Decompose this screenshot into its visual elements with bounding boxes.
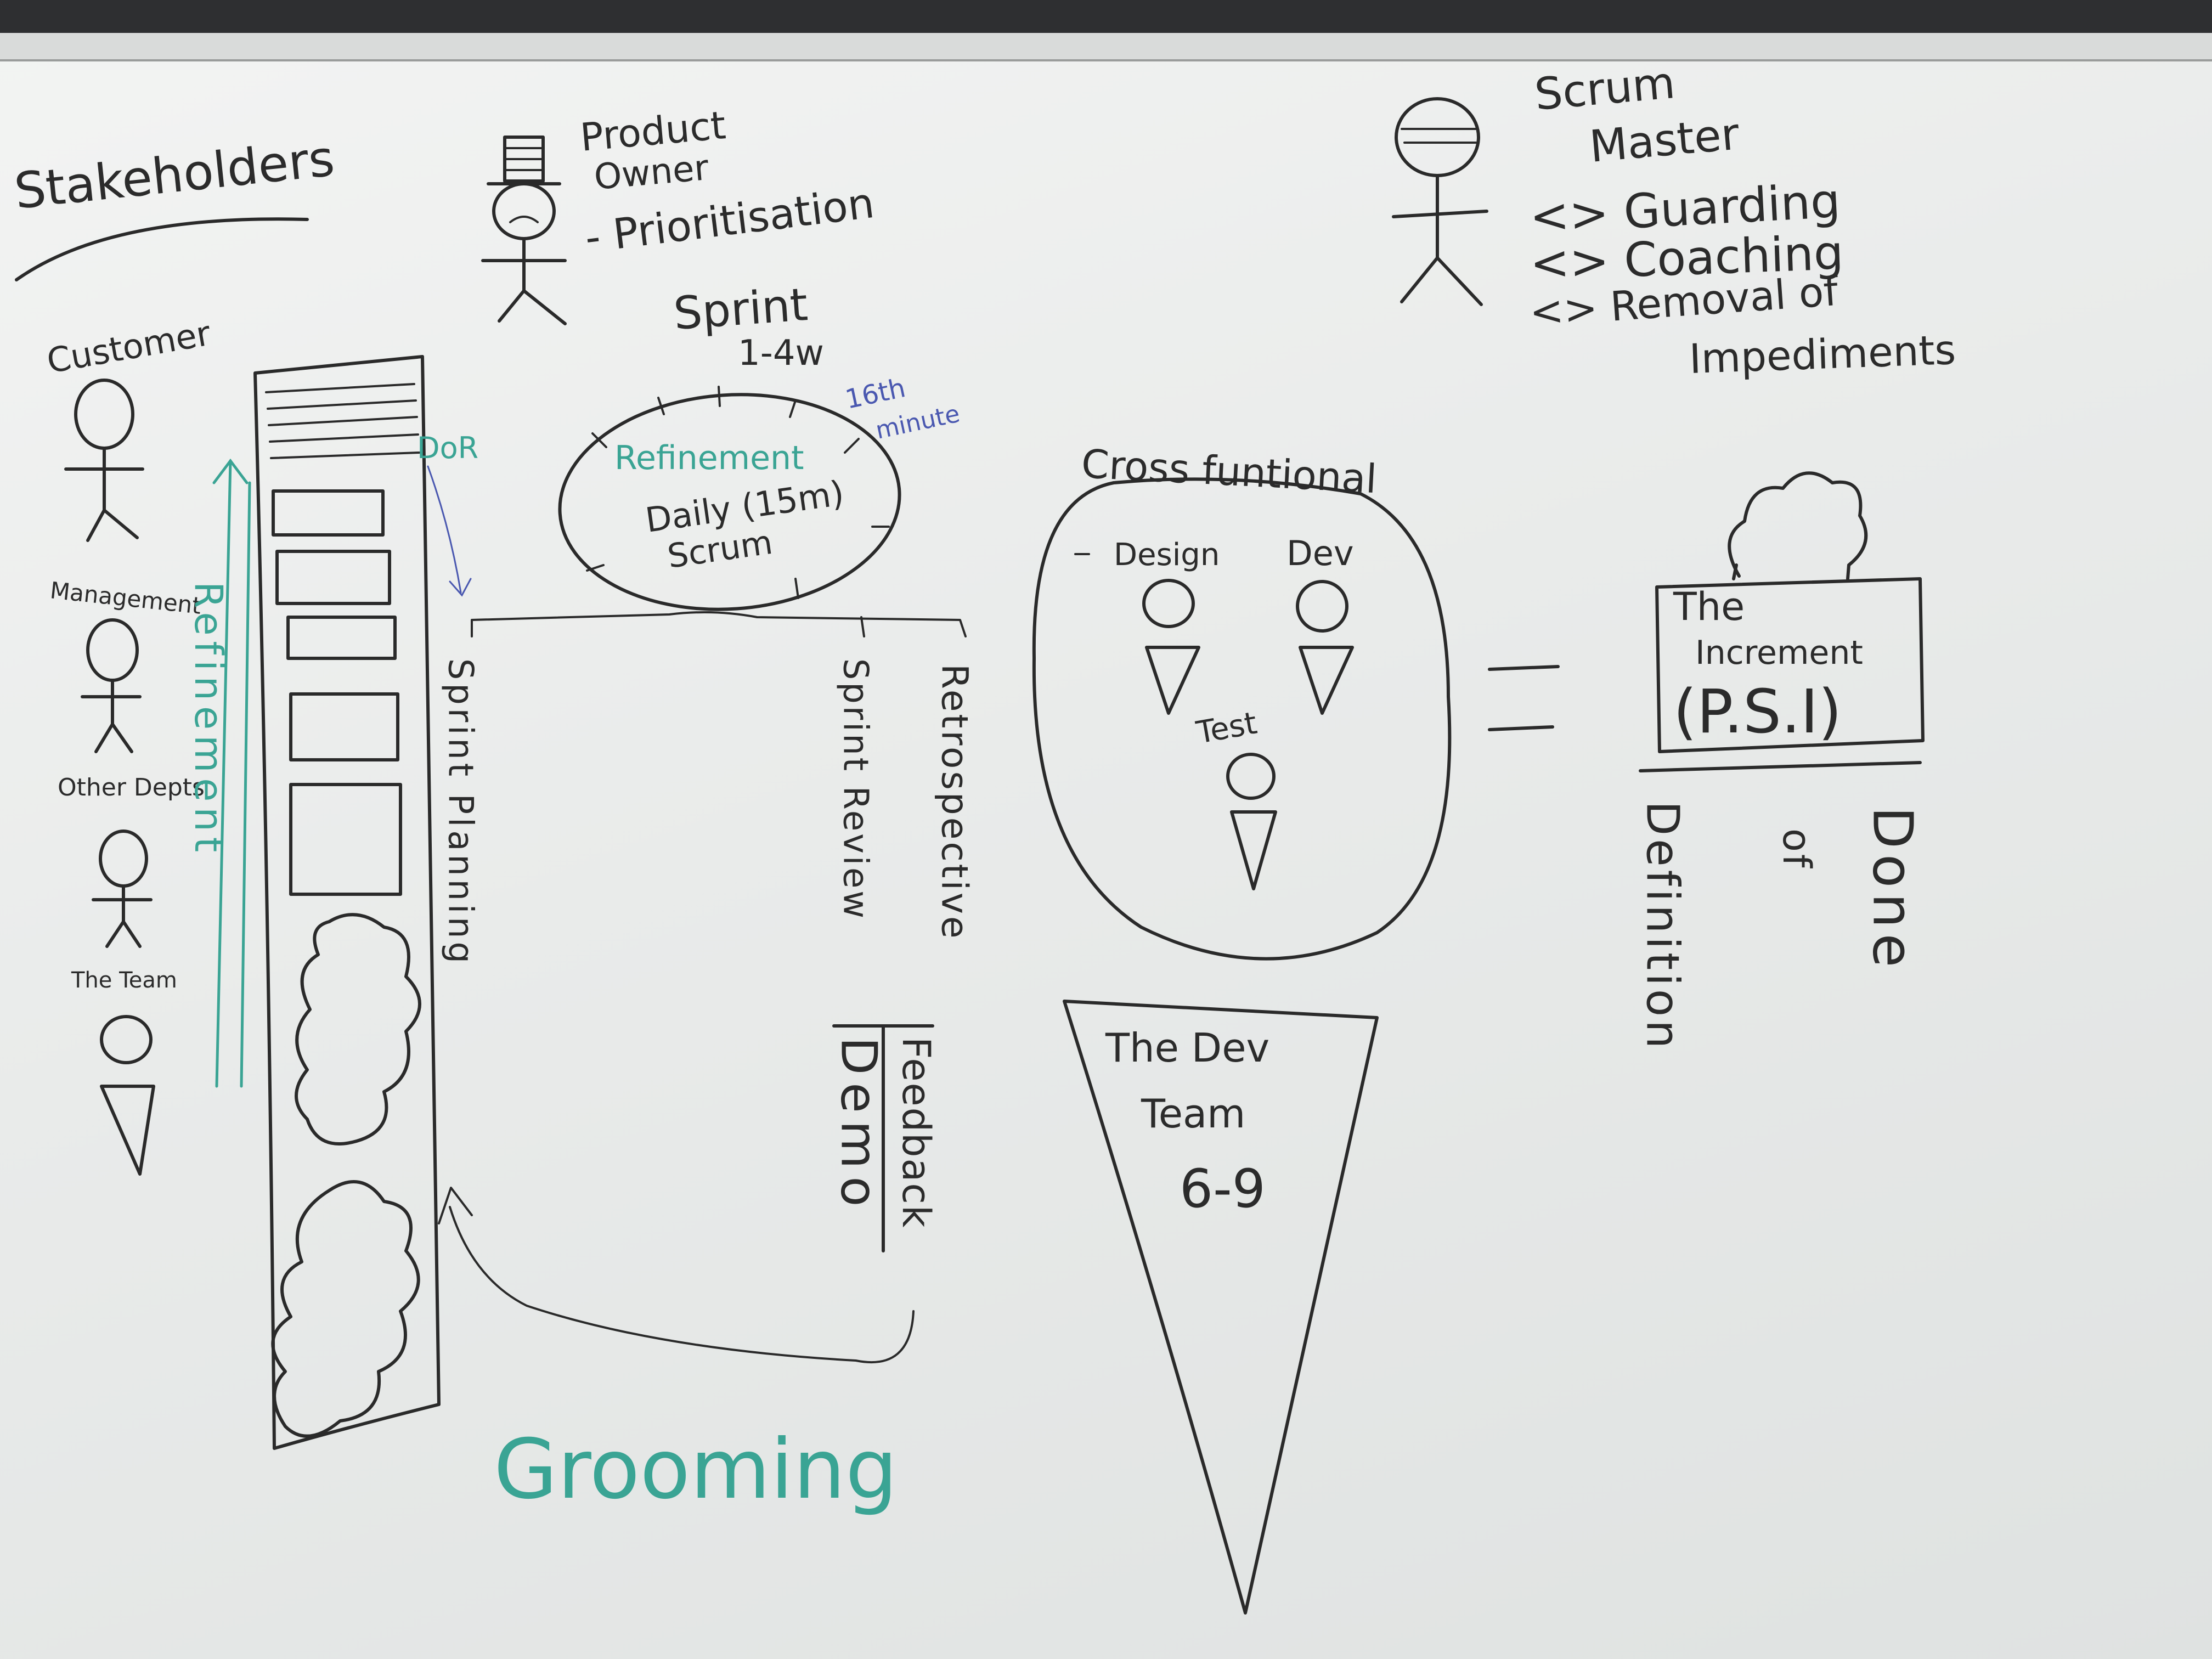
- backlog-items: [272, 489, 402, 896]
- test-label: Test: [1193, 706, 1260, 751]
- scrum-master-line1: Scrum: [1533, 57, 1677, 120]
- sprint-cycle-ellipse: [558, 393, 901, 611]
- dor-arrow: [427, 465, 472, 597]
- the-team-figure: [100, 1015, 155, 1176]
- test-figure: [1226, 753, 1277, 890]
- demo-label: Demo: [830, 1037, 888, 1214]
- grooming-label: Grooming: [494, 1422, 898, 1517]
- dev-team-section: Cross funtional Design Dev Test The Dev …: [1032, 441, 1452, 1615]
- board-frame: [0, 0, 2212, 61]
- dev-team-size: 6-9: [1180, 1158, 1266, 1220]
- backlog-cloud-upper: [295, 913, 421, 1146]
- done-label: Done: [1861, 806, 1925, 973]
- increment-cloud: [1728, 471, 1868, 578]
- management-label: Management: [49, 577, 202, 619]
- increment-box: [1655, 577, 1925, 753]
- scrum-master-item-impediments: Impediments: [1689, 326, 1957, 383]
- product-backlog: DoR Refinement Grooming: [186, 355, 898, 1517]
- scrum-master-stick-figure: [1392, 97, 1488, 306]
- sprint-planning-label: Sprint Planning: [441, 658, 481, 967]
- sprint-duration: 1-4w: [738, 333, 824, 374]
- design-figure: [1142, 579, 1200, 715]
- customer-stick-figure: [64, 379, 144, 542]
- dev-team-line2: Team: [1141, 1091, 1245, 1137]
- product-owner-line2: Owner: [592, 148, 710, 198]
- scrum-master-item-coaching: <> Coaching: [1529, 225, 1844, 291]
- dev-figure: [1296, 580, 1354, 715]
- sprint-review-label: Sprint Review: [836, 658, 876, 921]
- other-depts-label: Other Depts: [58, 774, 205, 802]
- dor-label: DoR: [417, 431, 478, 465]
- other-depts-stick-figure: [92, 830, 153, 948]
- the-team-label: The Team: [71, 968, 177, 993]
- cross-functional-label: Cross funtional: [1080, 441, 1378, 502]
- retrospective-label: Retrospective: [934, 664, 976, 941]
- customer-label: Customer: [44, 313, 214, 381]
- definition-label: Definition: [1637, 801, 1689, 1052]
- sprint-cycle-ticks: [586, 386, 890, 599]
- sprint-label: Sprint: [672, 279, 810, 340]
- increment-line3: (P.S.I): [1673, 676, 1842, 747]
- sprint-timeline: [471, 611, 967, 637]
- increment-section: The Increment (P.S.I) Definition of Done: [1637, 471, 1925, 1052]
- of-label: of: [1774, 828, 1819, 870]
- sixteenth-minute-line1: 16th: [843, 373, 909, 415]
- sprint-section: Sprint 1-4w Refinement 16th minute Daily…: [471, 279, 967, 637]
- design-label: Design: [1114, 537, 1220, 573]
- refinement-arrow: [215, 459, 232, 1088]
- refinement-vertical-label: Refinement: [186, 582, 231, 857]
- stakeholders-title: Stakeholders: [12, 129, 337, 221]
- scrum-master-line2: Master: [1588, 108, 1741, 172]
- dev-team-cone: [1063, 1000, 1379, 1615]
- scrum-master-section: Scrum Master <> Guarding <> Coaching <> …: [1392, 57, 1957, 383]
- refinement-in-sprint: Refinement: [614, 439, 804, 477]
- equals-sign: [1488, 665, 1560, 731]
- increment-line2: Increment: [1695, 634, 1863, 672]
- scrum-events: Sprint Planning Sprint Review Retrospect…: [438, 658, 976, 1364]
- feedback-label: Feedback: [894, 1037, 939, 1228]
- product-owner-stick-figure: [481, 136, 567, 325]
- dev-label: Dev: [1286, 533, 1354, 573]
- backlog-cloud-lower: [271, 1180, 420, 1438]
- stakeholders-underline: [15, 217, 309, 281]
- feedback-loop-arrow: [449, 1206, 915, 1364]
- management-stick-figure: [81, 618, 142, 753]
- dev-team-line1: The Dev: [1105, 1025, 1269, 1071]
- increment-line1: The: [1673, 584, 1745, 629]
- cross-functional-circle: [1032, 477, 1452, 961]
